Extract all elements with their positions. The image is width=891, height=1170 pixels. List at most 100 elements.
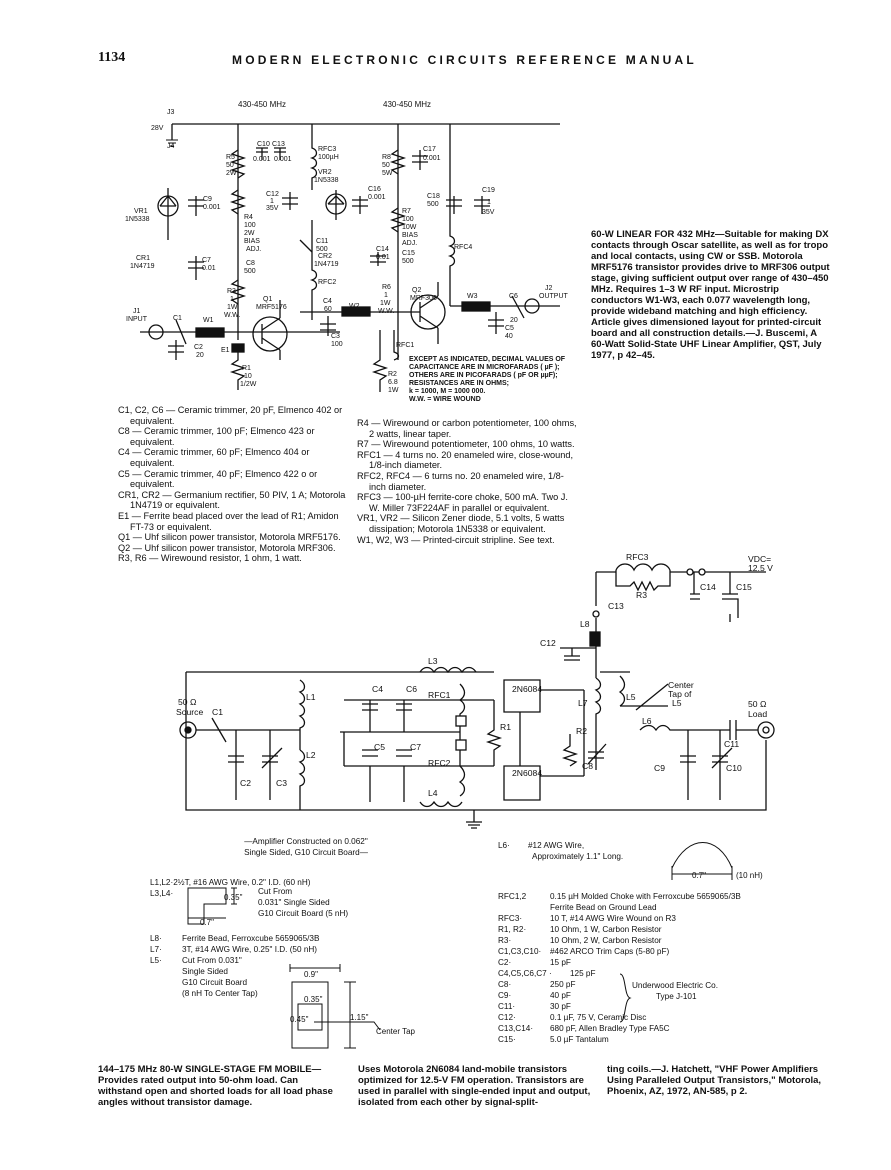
label-cr2: CR2	[318, 253, 332, 260]
label-j4: J4	[167, 143, 175, 150]
label-c14: C14	[376, 246, 389, 253]
label-rfc3: RFC3	[318, 146, 336, 153]
label-r1-value: 10	[244, 373, 252, 380]
label2-q-top: 2N6084	[512, 684, 542, 694]
parts-list-left: C1, C2, C6 — Ceramic trimmer, 20 pF, Elm…	[118, 405, 350, 564]
label2-c3: C3	[276, 778, 287, 788]
parts-item: RFC3 — 100-µH ferrite-core choke, 500 mA…	[357, 492, 568, 513]
label-vr1-part: 1N5338	[125, 216, 150, 223]
label-cr1: CR1	[136, 255, 150, 262]
coil-value: 2½T, #16 AWG Wire, 0.2" I.D. (60 nH)	[173, 878, 311, 887]
label2-r3: R3	[636, 590, 647, 600]
label2-c13: C13	[608, 601, 624, 611]
label2-center-3: L5	[672, 698, 682, 708]
label-w3: W3	[467, 293, 478, 300]
label-c8-value: 500	[244, 268, 256, 275]
label-input: INPUT	[126, 316, 148, 323]
dim-035b: 0.35"	[304, 995, 323, 1004]
label-r1: R1	[242, 365, 251, 372]
label2-c6: C6	[406, 684, 417, 694]
label2-l4: L4	[428, 788, 438, 798]
label2-center-2: Tap of	[668, 689, 692, 699]
label-c16-value: 0.001	[368, 194, 386, 201]
label-rfc3-value: 100µH	[318, 154, 339, 161]
label-q1: Q1	[263, 296, 272, 303]
label-r6: R6	[382, 284, 391, 291]
label-c17-value: 0.001	[423, 155, 441, 162]
label-c7: C7	[202, 257, 211, 264]
label-w1: W1	[203, 317, 214, 324]
l6-nh: (10 nH)	[736, 871, 763, 880]
label2-c7: C7	[410, 742, 421, 752]
label2-load: Load	[748, 709, 767, 719]
label2-rfc3: RFC3	[626, 552, 649, 562]
label-r4: R4	[244, 214, 253, 221]
label2-source-ohms: 50 Ω	[178, 697, 197, 707]
coil-value: Ferrite Bead, Ferroxcube 5659065/3B	[182, 934, 320, 943]
label2-l2: L2	[306, 750, 316, 760]
coil-list-l8-l7-l5: L8·Ferrite Bead, Ferroxcube 5659065/3B L…	[150, 933, 470, 966]
label-28v: 28V	[151, 125, 164, 132]
label-c10: C10	[257, 141, 270, 148]
dim-l6: 0.7"	[692, 871, 706, 880]
underwood-note: Underwood Electric Co. Type J-101	[632, 981, 719, 1001]
label-rfc4: RFC4	[454, 244, 472, 251]
label-c17: C17	[423, 146, 436, 153]
l6-spec: L6·#12 AWG Wire, Approximately 1.1" Long…	[498, 841, 624, 861]
parts-item: C8 — Ceramic trimmer, 100 pF; Elmenco 42…	[118, 426, 315, 447]
label-c3: C3	[331, 333, 340, 340]
label-r4-value: 100	[244, 222, 256, 229]
l5-details: Single Sided G10 Circuit Board (8 nH To …	[182, 967, 258, 998]
label-c7-value: 0.01	[202, 265, 216, 272]
label-c12-volts: 35V	[266, 205, 279, 212]
parts-list-right: R4 — Wirewound or carbon potentiometer, …	[357, 418, 579, 545]
label-q1-part: MRF5176	[256, 304, 287, 311]
label-r3-watts: 1W	[227, 304, 238, 311]
label-r5: R5	[226, 154, 235, 161]
coil-key: L3,L4·	[150, 889, 174, 898]
label2-c4: C4	[372, 684, 383, 694]
label2-source: Source	[176, 707, 203, 717]
label-r3-ww: W.W.	[224, 312, 240, 319]
label2-r1: R1	[500, 722, 511, 732]
label2-c15: C15	[736, 582, 752, 592]
board-note: —Amplifier Constructed on 0.062" Single …	[244, 837, 368, 857]
parts-item: C1, C2, C6 — Ceramic trimmer, 20 pF, Elm…	[118, 405, 343, 426]
label-c16: C16	[368, 186, 381, 193]
label2-load-ohms: 50 Ω	[748, 699, 767, 709]
label-r5-watts: 2W	[226, 170, 237, 177]
label-vr2: VR2	[318, 169, 332, 176]
l6-arc-drawing: 0.7" (10 nH)	[671, 842, 763, 880]
dim-115: 1.15"	[350, 1013, 369, 1022]
parts-item: R7 — Wirewound potentiometer, 100 ohms, …	[357, 439, 575, 450]
label-r7-value: 100	[402, 216, 414, 223]
schematic-note: EXCEPT AS INDICATED, DECIMAL VALUES OF C…	[409, 356, 566, 403]
dim-07: 0.7"	[200, 918, 214, 927]
label-j2: J2	[545, 285, 553, 292]
label-r1-watts: 1/2W	[240, 381, 257, 388]
label-q2-part: MRF306	[410, 295, 437, 302]
label-j3: J3	[167, 109, 175, 116]
coil-key: L1,L2·	[150, 878, 174, 887]
label-c6: C6	[509, 293, 518, 300]
parts-item: C4 — Ceramic trimmer, 60 pF; Elmenco 404…	[118, 447, 310, 468]
label-c6-value: 20	[510, 317, 518, 324]
coil-value: 3T, #14 AWG Wire, 0.25" I.D. (50 nH)	[182, 945, 318, 954]
label-c19: C19	[482, 187, 495, 194]
label-r3-value: 1	[230, 296, 234, 303]
label-r6-watts: 1W	[380, 300, 391, 307]
parts-item: RFC2, RFC4 — 6 turns no. 20 enameled wir…	[357, 470, 564, 492]
label-r4-adj: ADJ.	[246, 246, 261, 253]
label-e1: E1	[221, 347, 230, 354]
label-c18-value: 500	[427, 201, 439, 208]
center-tap-label: Center Tap	[376, 1027, 416, 1036]
label-cr1-part: 1N4719	[130, 263, 155, 270]
parts-item: C5 — Ceramic trimmer, 40 pF; Elmenco 422…	[118, 468, 318, 490]
label-c2-value: 20	[196, 352, 204, 359]
dim-09: 0.9"	[304, 970, 318, 979]
label-output: OUTPUT	[539, 293, 569, 300]
cut-from-text: Cut From 0.031" Single Sided G10 Circuit…	[258, 887, 349, 918]
caption-144mhz-col2: Uses Motorola 2N6084 land-mobile transis…	[358, 1064, 591, 1108]
label-c12-value: 1	[270, 198, 274, 205]
